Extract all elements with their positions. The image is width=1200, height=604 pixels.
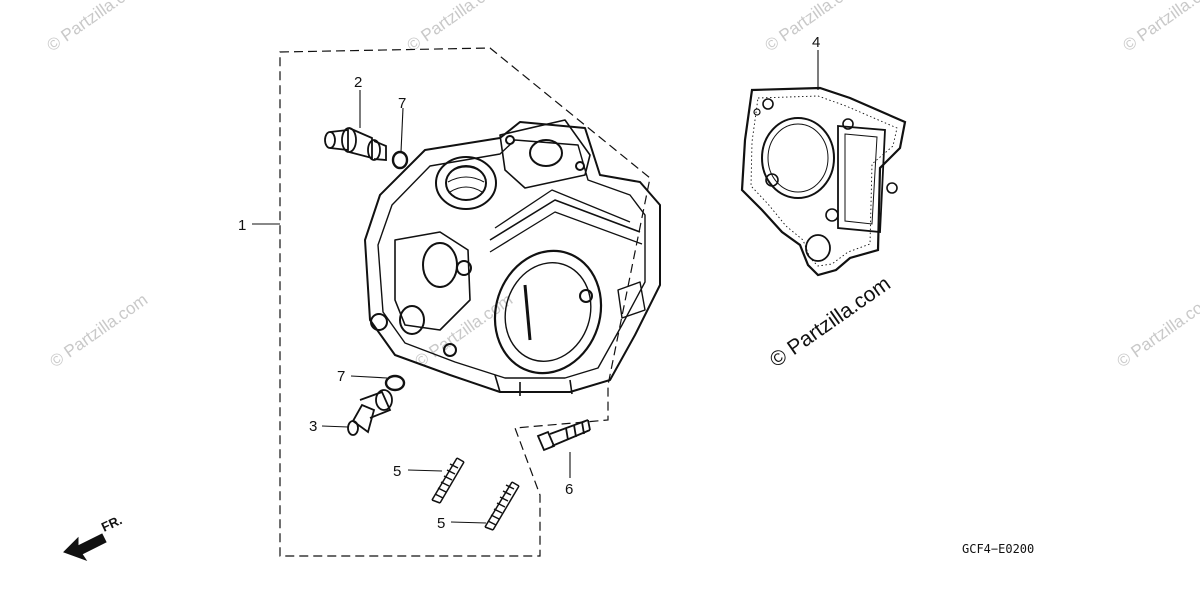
fitting-item-2 xyxy=(324,127,387,161)
stud-bolt-item-5-upper xyxy=(431,457,465,504)
watermark-text: © Partzilla.com xyxy=(403,0,508,55)
watermark-text: © Partzilla.com xyxy=(43,0,148,55)
fitting-item-3 xyxy=(347,389,393,436)
cylinder-head xyxy=(364,119,661,396)
callout-7-upper: 7 xyxy=(398,95,406,112)
callout-2: 2 xyxy=(354,74,362,91)
o-ring-item-7-lower xyxy=(384,374,406,392)
arrow-left-icon xyxy=(63,533,107,561)
partzilla-watermark: © Partzilla.com xyxy=(766,272,895,372)
bolt-item-6 xyxy=(536,419,591,452)
callout-7-lower: 7 xyxy=(337,368,345,385)
watermark-text: © Partzilla.com xyxy=(411,290,516,371)
diagram-code: GCF4−E0200 xyxy=(962,542,1034,556)
callout-6: 6 xyxy=(565,481,573,498)
o-ring-item-7-upper xyxy=(391,150,409,170)
leader-lines xyxy=(252,50,819,524)
callout-3: 3 xyxy=(309,418,317,435)
watermark-text: © Partzilla.com xyxy=(46,290,151,371)
callout-5-lower: 5 xyxy=(437,515,445,532)
watermark-text: © Partzilla.com xyxy=(1113,290,1200,371)
direction-label: FR. xyxy=(99,512,124,534)
front-direction-indicator: FR. xyxy=(63,512,124,561)
head-gasket-item-4 xyxy=(740,86,907,277)
assembly-boundary xyxy=(279,47,651,557)
callout-1: 1 xyxy=(238,217,246,234)
stud-bolt-item-5-lower xyxy=(484,481,520,531)
watermark-text: © Partzilla.com xyxy=(1119,0,1200,55)
callout-4: 4 xyxy=(812,34,820,51)
callout-5-upper: 5 xyxy=(393,463,401,480)
